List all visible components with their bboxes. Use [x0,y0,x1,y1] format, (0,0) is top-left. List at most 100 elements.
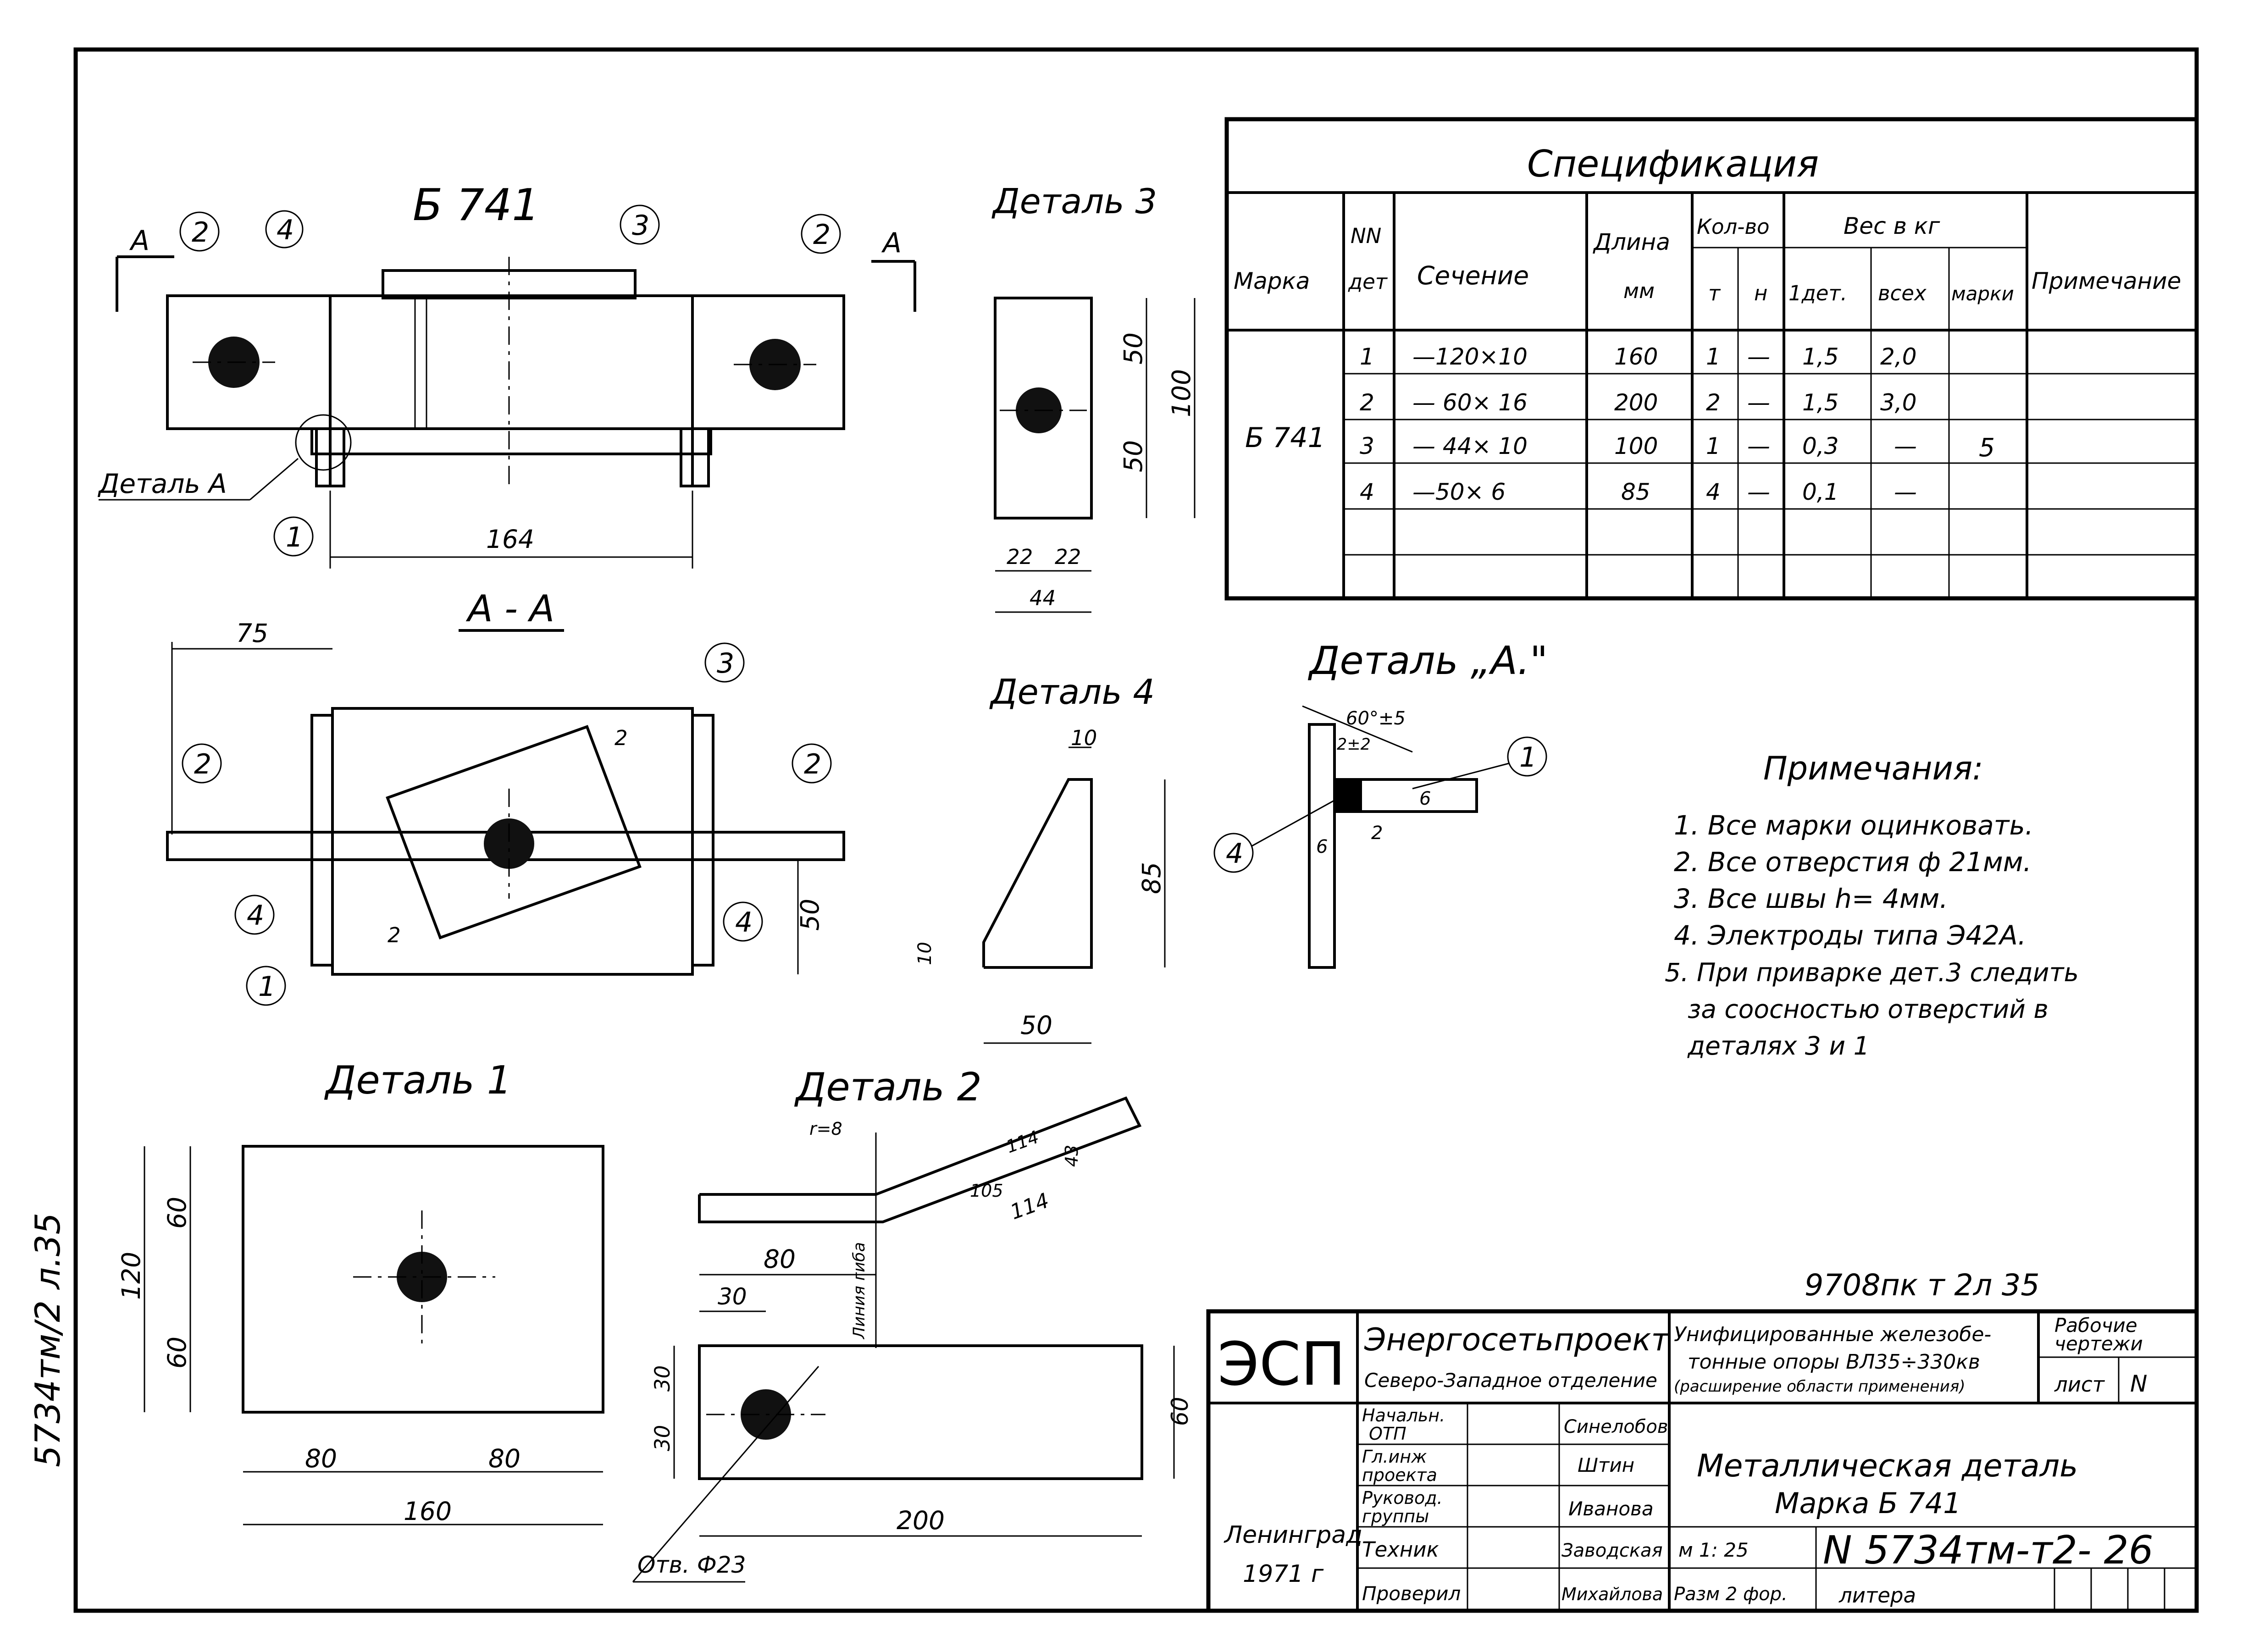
callout-1: 1 [286,521,303,553]
callout-4: 4 [277,214,294,246]
spec-cell: 1 [1706,343,1721,370]
detail3-dim-100: 100 [1167,369,1196,417]
spec-row-1: 1 —120×10 160 1 — 1,5 2,0 [1360,343,1917,370]
role-label: Начальн. [1362,1405,1445,1425]
role-label: Проверил [1362,1582,1461,1605]
spec-cell: 4 [1706,479,1721,505]
spec-cell: 2 [1360,389,1374,416]
detail2-radius: r=8 [809,1119,842,1139]
spec-cell: — [1894,433,1917,459]
drawing-name-1: Металлическая деталь [1697,1448,2078,1484]
year: 1971 г [1243,1560,1324,1588]
spec-header-det: дет [1348,270,1388,294]
detail4-dim-50: 50 [1020,1011,1052,1040]
spec-cell: 100 [1614,433,1658,459]
section-title: А - А [465,587,554,630]
spec-cell: 4 [1360,479,1374,505]
note-line: за соосностью отверстий в [1688,995,2049,1024]
section-view: А - А 3 2 2 4 4 1 75 50 2 2 [166,587,845,1006]
detail4-dim-85: 85 [1137,862,1166,894]
scale: м 1: 25 [1678,1539,1749,1561]
stage-line-1: Рабочие [2054,1314,2137,1337]
spec-header-qty: Кол-во [1697,215,1770,239]
role-name: Синелобов [1564,1416,1668,1437]
detail-2: Деталь 2 r=8 114 43 105 114 80 Линия гиб… [632,1065,1193,1583]
spec-header-weight: Вес в кг [1844,213,1940,239]
detail-a-callout-1: 1 [1519,741,1537,774]
role-label: Руковод. [1362,1488,1443,1508]
sheet-frame [73,47,2199,1613]
sheet-value: N [2130,1370,2147,1397]
spec-cell: 0,3 [1802,433,1839,459]
detail2-dim-105: 105 [970,1181,1003,1201]
detail-1: Деталь 1 60 60 120 80 80 160 [116,1058,604,1526]
spec-cell: — 60× 16 [1412,389,1528,416]
detail1-dim-80b: 80 [488,1444,520,1473]
format: Разм 2 фор. [1674,1584,1788,1605]
title-block: ЭСП Энергосетьпроект Северо-Западное отд… [1206,1309,2199,1613]
callout-2-right: 2 [813,219,831,251]
role-label: Техник [1362,1537,1439,1562]
notes-block: Примечания: 1. Все марки оцинковать. 2. … [1665,750,2079,1061]
spec-cell: 2,0 [1880,343,1917,370]
spec-header-w-mark: марки [1951,282,2014,305]
main-title: Б 741 [413,180,540,231]
note-line: 1. Все марки оцинковать. [1674,810,2033,841]
note-line: 3. Все швы h= 4мм. [1674,883,1948,914]
callout-2-left: 2 [192,216,209,249]
detail1-dim-80a: 80 [305,1444,337,1473]
detail1-title: Деталь 1 [324,1058,512,1103]
note-line: 2. Все отверстия ф 21мм. [1674,846,2032,878]
detail-a-title: Деталь „А." [1307,638,1548,684]
detail-a: Деталь „А." 60°±5 2±2 6 2 6 1 4 [1213,638,1548,969]
spec-header-length: Длина [1593,229,1670,255]
spec-cell: — [1747,343,1770,370]
drawing-name-2: Марка Б 741 [1775,1486,1961,1520]
detail2-hole-note: Отв. Ф23 [637,1552,746,1578]
project-line-3: (расширение области применения) [1674,1377,1966,1396]
detail3-dim-50a: 50 [1118,332,1148,365]
dim-75: 75 [236,619,268,648]
detail2-dim-80: 80 [764,1244,796,1274]
weld-mark-2: 2 [388,923,401,947]
spec-cell: — [1894,479,1917,505]
org-branch: Северо-Западное отделение [1364,1369,1657,1392]
document-number: N 5734тм-т2- 26 [1823,1528,2154,1573]
detail2-dim-60: 60 [1167,1397,1193,1426]
detail1-dim-160: 160 [404,1497,452,1526]
side-stamp: 5734тм/2 л.35 [28,1213,68,1467]
spec-header-qty-t: т [1708,281,1721,305]
detail3-title: Деталь 3 [991,181,1157,221]
section-callout-2-right: 2 [804,748,821,780]
spec-cell: — [1747,433,1770,459]
detail-a-dim-6-right: 6 [1419,788,1431,809]
section-callout-1: 1 [258,971,276,1003]
spec-cell: 3 [1360,433,1374,459]
detail2-dim-30-left-a: 30 [650,1365,675,1392]
role-label: ОТП [1369,1424,1406,1444]
spec-cell: — [1747,389,1770,416]
role-label: проекта [1362,1465,1437,1485]
role-name: Иванова [1568,1497,1654,1520]
notes-title: Примечания: [1763,750,1983,787]
detail3-dim-44: 44 [1030,586,1056,610]
detail1-dim-60b: 60 [162,1337,192,1369]
dim-164: 164 [486,525,534,554]
detail1-dim-60a: 60 [162,1197,192,1229]
note-line: 5. При приварке дет.3 следить [1665,958,2079,987]
spec-cell: —120×10 [1412,343,1528,370]
spec-row-3: 3 — 44× 10 100 1 — 0,3 — [1360,433,1917,459]
note-line: 4. Электроды типа Э42А. [1674,920,2026,951]
spec-header-note: Примечание [2032,268,2181,294]
section-marker-left: А [129,225,149,257]
detail2-dim-30-top: 30 [718,1283,747,1310]
spec-header-w-det: 1дет. [1788,281,1847,305]
spec-cell: 85 [1621,479,1650,505]
section-callout-2-left: 2 [194,748,211,780]
main-view: Б 741 А А 2 4 3 2 1 Дет [97,180,916,569]
spec-cell: 1 [1360,343,1374,370]
section-marker-right: А [881,227,902,259]
detail-a-callout-4: 4 [1226,838,1243,870]
detail2-dim-200: 200 [897,1506,945,1535]
